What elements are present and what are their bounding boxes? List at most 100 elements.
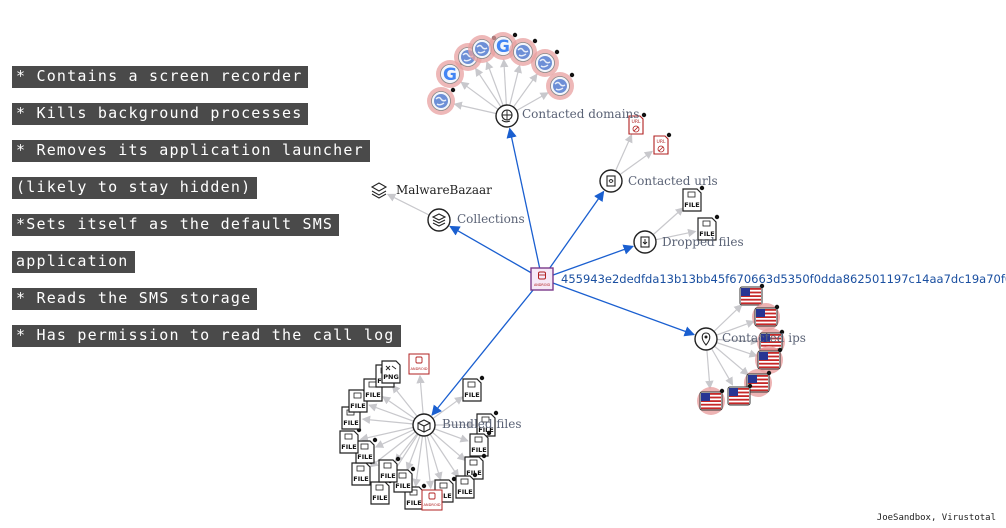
android-icon <box>538 271 546 280</box>
file-leaf-text: FILE <box>341 443 356 451</box>
hub-contacted-urls-node[interactable] <box>599 169 623 193</box>
file-leaf-text: FILE <box>353 475 368 483</box>
png-leaf[interactable]: PNG <box>381 360 401 384</box>
center-sample-node[interactable]: ANDROID <box>530 267 554 291</box>
download-icon <box>640 236 650 248</box>
globe-icon <box>553 79 567 93</box>
feature-8: * Has permission to read the call log <box>12 325 401 347</box>
android-leaf[interactable]: ANDROID <box>408 353 430 375</box>
layers-icon <box>370 182 388 199</box>
bundled-file-leaf[interactable]: FILE <box>455 472 478 499</box>
bundled-file-leaf[interactable]: FILE <box>464 453 487 480</box>
hub-dropped-files-node[interactable] <box>633 230 657 254</box>
bundled-file-leaf[interactable]: FILE <box>378 456 401 483</box>
hub-bundled-files-node[interactable] <box>412 413 436 437</box>
us-flag-icon <box>746 373 770 393</box>
android-leaf-text: ANDROID <box>423 503 440 507</box>
label-contacted-urls: Contacted urls <box>628 174 718 188</box>
android-leaf[interactable]: ANDROID <box>421 489 443 511</box>
layers-icon <box>431 213 447 227</box>
file-leaf-text: FILE <box>457 488 472 496</box>
feature-4: (likely to stay hidden) <box>12 177 258 199</box>
file-leaf-text: FILE <box>471 446 486 454</box>
file-leaf-text: FILE <box>380 472 395 480</box>
label-contacted-ips: Contacted ips <box>722 331 806 345</box>
url-leaf[interactable]: URL <box>653 132 672 155</box>
us-flag-icon <box>699 391 723 411</box>
edge-center-contacted-urls <box>541 190 605 280</box>
location-pin-icon <box>701 332 711 346</box>
file-leaf-text: FILE <box>466 469 481 477</box>
bundled-file-leaf[interactable]: FILE <box>348 386 371 413</box>
png-leaf-text: PNG <box>383 373 399 381</box>
domain-leaf[interactable] <box>546 72 575 100</box>
package-icon <box>417 419 431 433</box>
file-leaf-text: FILE <box>436 492 451 500</box>
globe-icon <box>475 42 489 56</box>
globe-hand-icon <box>501 109 513 123</box>
bundled-file-leaf[interactable]: FILE <box>393 466 416 493</box>
globe-icon <box>434 94 448 108</box>
edge-center-contacted-domains <box>506 127 543 280</box>
feature-6: application <box>12 251 135 273</box>
globe-icon <box>538 56 552 70</box>
label-contacted-domains: Contacted domains <box>522 107 639 121</box>
center-badge-text: ANDROID <box>534 283 550 287</box>
file-leaf-text: FILE <box>464 391 479 399</box>
us-flag-icon <box>754 307 778 327</box>
file-leaf-text: FILE <box>699 230 714 238</box>
us-flag-leaf[interactable] <box>744 369 772 397</box>
bundled-file-leaf[interactable]: FILE <box>355 437 378 464</box>
us-flag-leaf[interactable] <box>697 387 725 415</box>
us-flag-icon <box>757 350 781 370</box>
file-leaf-text: FILE <box>395 482 410 490</box>
file-leaf-text: FILE <box>357 453 372 461</box>
hub-collections-node[interactable] <box>427 208 451 232</box>
edge-center-collections <box>449 225 543 280</box>
domain-leaf[interactable] <box>468 35 497 63</box>
file-leaf-text: FILE <box>365 391 380 399</box>
us-flag-icon <box>727 386 751 406</box>
domain-leaf[interactable] <box>531 49 560 77</box>
domain-leaf[interactable] <box>427 87 456 115</box>
google-domain-leaf[interactable]: G <box>436 60 465 88</box>
us-flag-leaf[interactable] <box>752 303 780 331</box>
us-flag-leaf[interactable] <box>755 346 783 374</box>
file-leaf-text: FILE <box>350 402 365 410</box>
google-icon: G <box>496 37 510 57</box>
globe-icon <box>516 45 530 59</box>
feature-7: * Reads the SMS storage <box>12 288 258 310</box>
dropped-file-leaf[interactable]: FILE <box>697 214 720 241</box>
feature-1: * Contains a screen recorder <box>12 66 309 88</box>
hub-contacted-ips-node[interactable] <box>694 327 718 351</box>
feature-2: * Kills background processes <box>12 103 309 125</box>
feature-5: *Sets itself as the default SMS <box>12 214 340 236</box>
source-credit: JoeSandbox, Virustotal <box>876 513 996 523</box>
bundled-file-leaf[interactable]: FILE <box>462 375 485 402</box>
bundled-file-leaf[interactable]: FILE <box>339 427 362 454</box>
bundled-file-leaf[interactable]: FILE <box>476 410 499 437</box>
us-flag-icon <box>739 286 763 306</box>
url-leaf-text: URL <box>632 119 641 125</box>
file-leaf-text: FILE <box>406 499 421 507</box>
feature-3: * Removes its application launcher <box>12 140 370 162</box>
hub-contacted-domains-node[interactable] <box>495 104 519 128</box>
label-collections: Collections <box>457 212 525 226</box>
edge-center-bundled-files <box>431 278 543 416</box>
android-leaf-text: ANDROID <box>410 367 427 371</box>
url-page-icon <box>606 175 616 187</box>
edge-center-dropped-files <box>541 244 634 280</box>
label-malwarebazaar: MalwareBazaar <box>396 183 492 197</box>
us-flag-leaf[interactable] <box>739 283 765 306</box>
center-hash-label[interactable]: 455943e2dedfda13b13bb45f670663d5350f0dda… <box>561 272 1006 286</box>
domain-leaf[interactable] <box>509 38 538 66</box>
bundled-file-leaf[interactable]: FILE <box>469 430 492 457</box>
label-dropped-files: Dropped files <box>662 235 744 249</box>
edge-center-contacted-ips <box>541 278 696 337</box>
us-flag-leaf[interactable] <box>727 383 753 406</box>
malwarebazaar-leaf[interactable] <box>370 182 388 199</box>
url-leaf[interactable]: URL <box>628 112 647 135</box>
label-bundled-files: Bundled files <box>442 417 522 431</box>
dropped-file-leaf[interactable]: FILE <box>682 185 705 212</box>
